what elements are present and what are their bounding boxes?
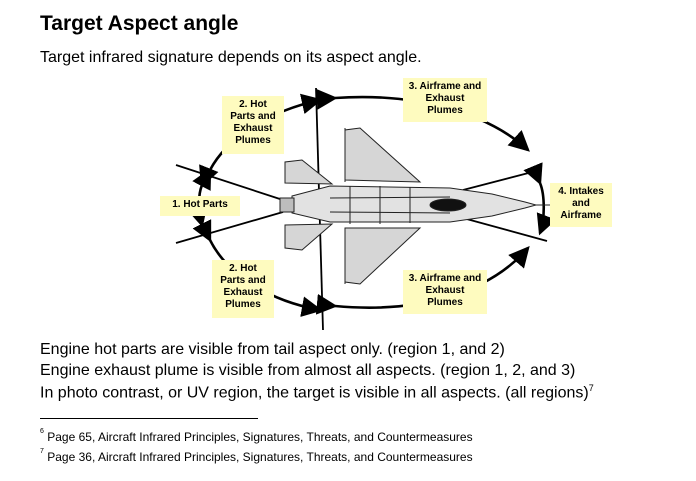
region-2-bottom-label: 2. Hot Parts and Exhaust Plumes [212, 260, 274, 318]
boundary-lower-right [462, 217, 548, 242]
footnote-6-number: 6 [40, 428, 44, 435]
body-line-3: In photo contrast, or UV region, the tar… [40, 383, 594, 402]
body-line-3-text: In photo contrast, or UV region, the tar… [40, 384, 589, 402]
region-4-label: 4. Intakes and Airframe [550, 183, 612, 227]
footnote-6-text: Page 65, Aircraft Infrared Principles, S… [47, 430, 473, 444]
region-3-bottom-label: 3. Airframe and Exhaust Plumes [403, 270, 487, 314]
footnote-7-text: Page 36, Aircraft Infrared Principles, S… [47, 450, 473, 464]
region-2-top-label: 2. Hot Parts and Exhaust Plumes [222, 96, 284, 154]
fighter-jet-icon [279, 127, 552, 285]
footnote-7: 7 Page 36, Aircraft Infrared Principles,… [40, 448, 473, 464]
boundary-upper-left [175, 164, 284, 201]
footnote-7-number: 7 [40, 448, 44, 455]
region-3-top-label: 3. Airframe and Exhaust Plumes [403, 78, 487, 122]
footnote-6: 6 Page 65, Aircraft Infrared Principles,… [40, 428, 473, 444]
boundary-upper-right [462, 169, 541, 191]
body-line-2: Engine exhaust plume is visible from alm… [40, 362, 576, 379]
boundary-lower-left [175, 211, 284, 244]
body-line-1: Engine hot parts are visible from tail a… [40, 341, 505, 358]
page-subtitle: Target infrared signature depends on its… [40, 49, 422, 66]
region-1-label: 1. Hot Parts [160, 196, 240, 216]
footnote-divider [40, 418, 258, 419]
footnote-ref-7: 7 [588, 383, 594, 393]
page-title: Target Aspect angle [40, 12, 239, 35]
arc-front [523, 162, 557, 236]
